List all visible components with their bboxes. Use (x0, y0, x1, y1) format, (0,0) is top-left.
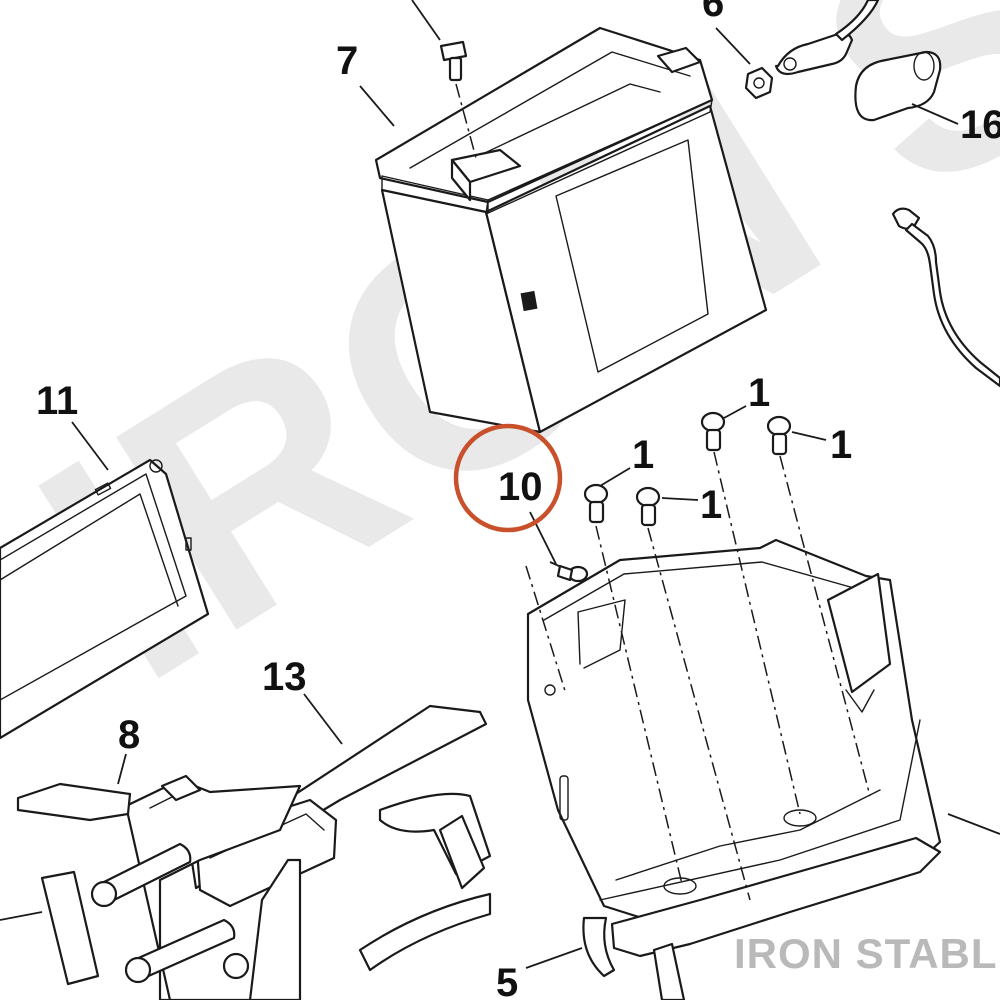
battery-cover-part-11 (0, 458, 210, 740)
pad-part-8 (16, 782, 132, 822)
screw-part-1-b (635, 486, 661, 527)
strap-part-5 (582, 916, 686, 1000)
nut-part-6 (744, 66, 774, 100)
callout-1-d: 1 (830, 423, 852, 467)
callout-1-b: 1 (700, 483, 722, 527)
callout-1-a: 1 (632, 433, 654, 477)
screw-part-1-d (766, 415, 792, 456)
highlight-circle (453, 423, 563, 533)
screw-part-1-a (583, 483, 609, 524)
callout-1-c: 1 (748, 371, 770, 415)
callout-11: 11 (36, 379, 78, 423)
screw-part-10 (549, 561, 589, 583)
assembly-centerlines (525, 451, 871, 901)
callout-13: 13 (262, 655, 307, 699)
battery-tray (526, 538, 942, 958)
leader-lines (0, 0, 1000, 969)
callout-6: 6 (702, 0, 724, 25)
callout-5: 5 (496, 961, 518, 1000)
battery-cable-positive (774, 0, 880, 76)
negative-cable (891, 207, 1000, 388)
screw-part-1-c (700, 411, 726, 452)
callout-16: 16 (960, 103, 1000, 147)
brand-text: IRON STABLE (734, 930, 1000, 977)
callout-7: 7 (336, 39, 358, 83)
battery-terminal-bolt (439, 40, 468, 82)
foam-pad-left (40, 870, 100, 986)
callout-8: 8 (118, 713, 140, 757)
callout-10: 10 (498, 465, 543, 509)
battery-part-7 (374, 26, 768, 434)
terminal-boot-part-16 (854, 50, 942, 122)
frame-bracket-part-13 (90, 704, 492, 1000)
